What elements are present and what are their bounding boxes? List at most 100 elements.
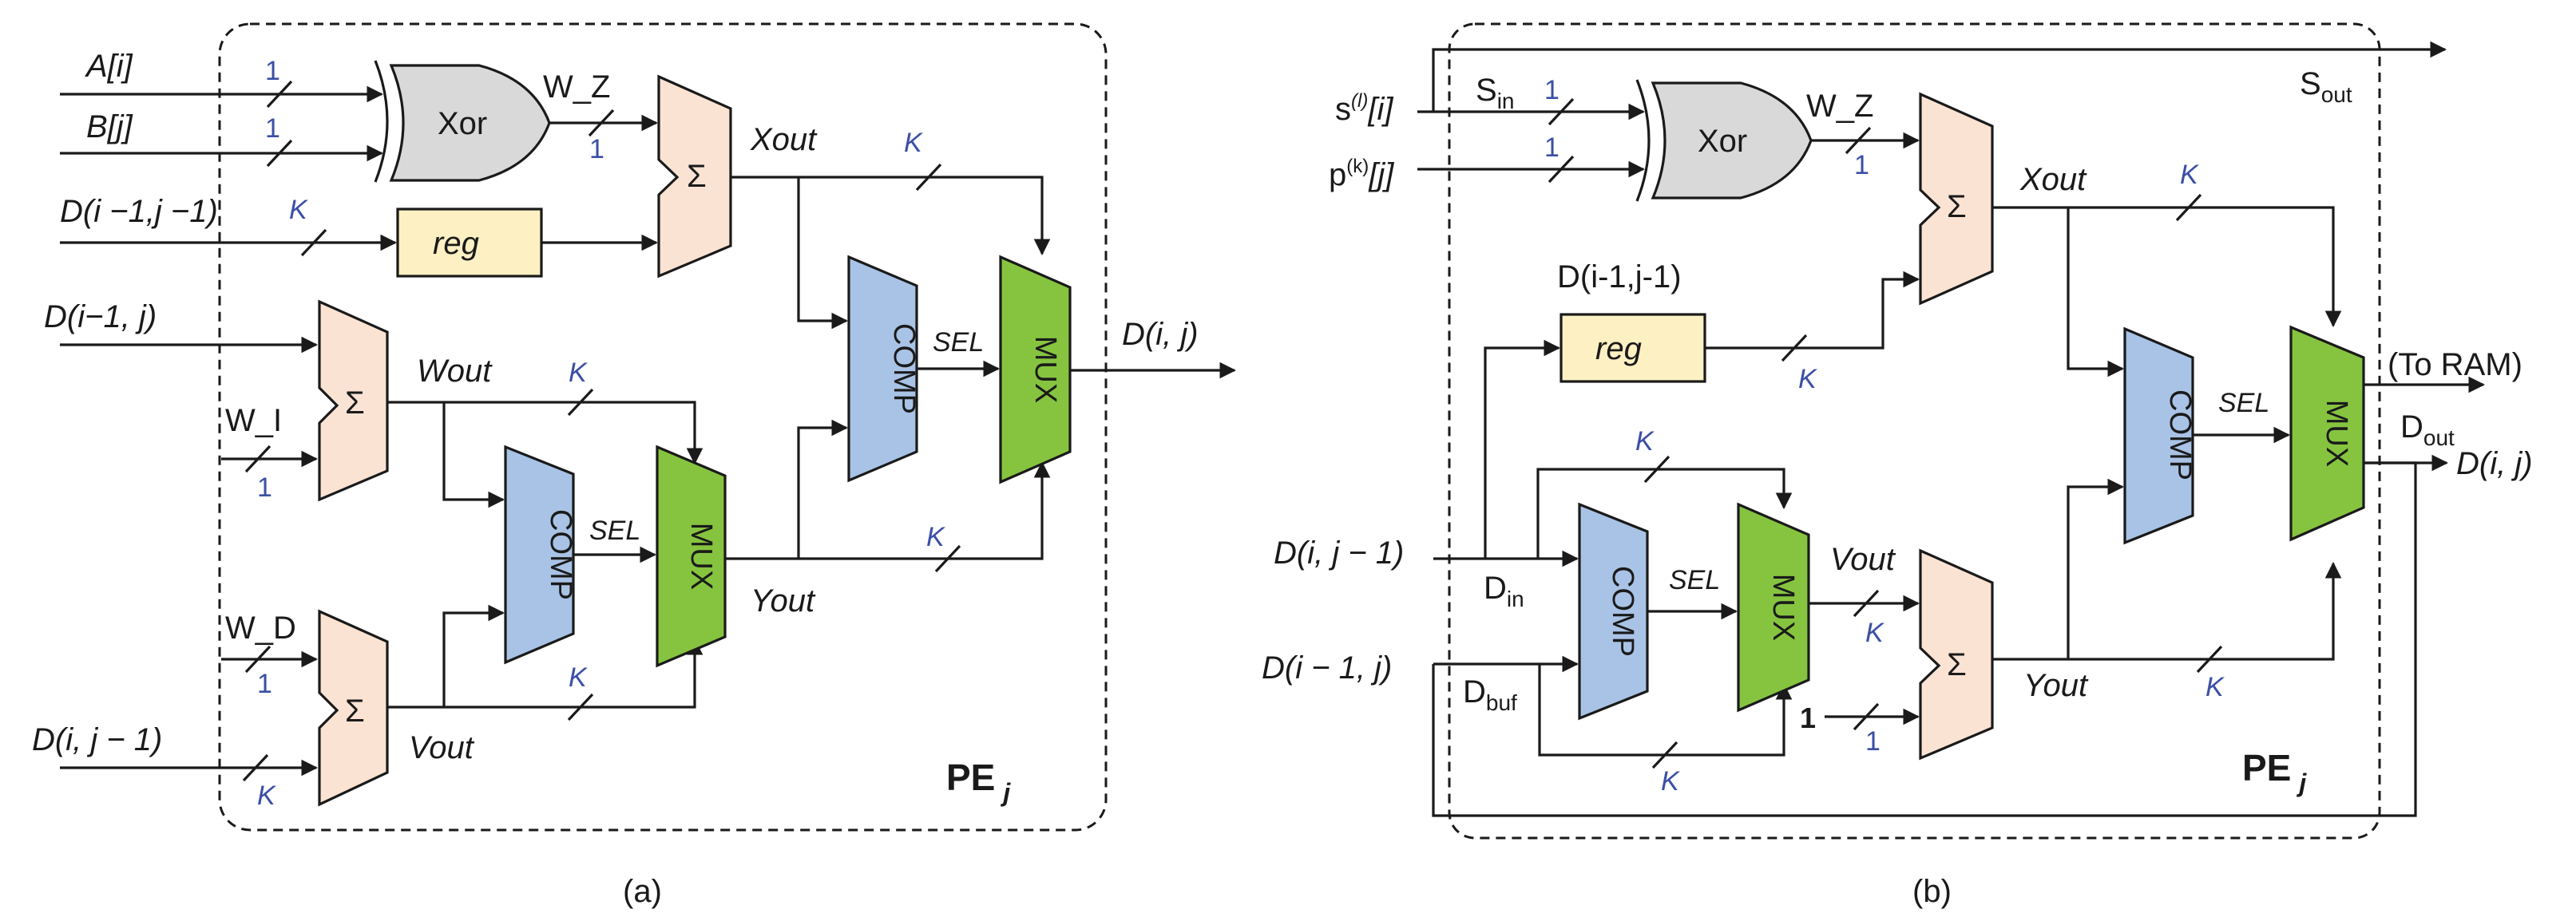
pe-text: PE bbox=[2242, 747, 2291, 789]
s-out-label: Sout bbox=[2300, 66, 2352, 107]
xor-label-a: Xor bbox=[438, 106, 487, 141]
comp-label: COMP bbox=[544, 509, 577, 600]
yout-label-a: Yout bbox=[751, 583, 816, 619]
wire-xout-mux-a bbox=[731, 176, 1051, 256]
tick bbox=[2196, 645, 2223, 674]
input-dij1-label-a: D(i, j − 1) bbox=[32, 722, 162, 757]
tick bbox=[266, 80, 293, 109]
d-in-label: Din bbox=[1484, 571, 1524, 611]
sum-symbol: Σ bbox=[1947, 647, 1967, 682]
tick bbox=[567, 388, 594, 417]
wire-xout-comp-a bbox=[797, 177, 849, 330]
tick bbox=[1548, 155, 1575, 184]
to-ram-label: (To RAM) bbox=[2388, 347, 2522, 382]
bitwidth-label: 1 bbox=[265, 56, 280, 86]
tick bbox=[244, 445, 271, 473]
sel-label: SEL bbox=[2218, 388, 2269, 418]
tick bbox=[934, 544, 961, 573]
bitwidth-label: 1 bbox=[589, 134, 604, 164]
wire-vout-comp-a bbox=[442, 604, 505, 707]
input-s-label: s(l)[i] bbox=[1335, 90, 1393, 127]
wire-yout-comp-a bbox=[797, 419, 849, 559]
bitwidth-label: K bbox=[289, 195, 308, 225]
tick bbox=[588, 109, 615, 137]
adder-w-a bbox=[318, 299, 389, 502]
wire-reg-sum-b bbox=[1705, 271, 1920, 350]
mux-label: MUX bbox=[1766, 574, 1800, 641]
adder-v-a bbox=[318, 609, 389, 807]
mux-label: MUX bbox=[2320, 400, 2353, 467]
w-z-label-b: W_Z bbox=[1806, 89, 1873, 124]
s-out-text: S bbox=[2300, 66, 2321, 101]
w-d-label: W_D bbox=[225, 611, 296, 646]
tick bbox=[1643, 455, 1670, 484]
xor-gate-body-a bbox=[389, 64, 551, 182]
sel-label: SEL bbox=[1669, 565, 1720, 595]
tick bbox=[1853, 589, 1880, 618]
d11-text: D(i-1,j-1) bbox=[1557, 259, 1682, 294]
caption-a: (a) bbox=[623, 874, 662, 909]
d-out-sub: out bbox=[2423, 425, 2455, 450]
mux-lower-b bbox=[1737, 502, 1810, 713]
tick bbox=[300, 228, 327, 257]
reg-label-a: reg bbox=[433, 226, 479, 261]
tick bbox=[1845, 126, 1872, 155]
output-label-b: D(i, j) bbox=[2456, 446, 2533, 481]
bitwidth-label: 1 bbox=[1544, 75, 1559, 105]
bitwidth-label: K bbox=[1635, 426, 1655, 457]
wire-dbuf-mux-b bbox=[1538, 664, 1793, 757]
sel-label: SEL bbox=[589, 516, 640, 546]
bitwidth-label: 1 bbox=[1544, 132, 1559, 163]
input-s-text: s bbox=[1335, 92, 1351, 127]
pe-text: PE bbox=[946, 757, 995, 798]
wout-label: Wout bbox=[417, 354, 493, 389]
bitwidth-label: 1 bbox=[257, 472, 272, 503]
wire-din-reg-b bbox=[1484, 339, 1561, 559]
tick bbox=[242, 753, 269, 782]
panel-a: A[i] 1 B[j] 1 Xor W_Z 1 D(i −1,j −1) K r… bbox=[32, 22, 1237, 909]
tick bbox=[244, 645, 271, 674]
sel-label: SEL bbox=[933, 327, 984, 358]
mux-label: MUX bbox=[684, 523, 718, 590]
adder-y-b bbox=[1919, 548, 1994, 761]
vout-label: Vout bbox=[409, 730, 475, 765]
sum-symbol: Σ bbox=[345, 385, 365, 421]
wire-din-mux-b bbox=[1536, 468, 1793, 559]
input-a-label: A[i] bbox=[85, 49, 133, 84]
bitwidth-label: K bbox=[569, 662, 588, 693]
s-out-sub: out bbox=[2321, 82, 2352, 107]
tick bbox=[1853, 702, 1880, 731]
panel-b: Sout s(l)[i] Sin 1 p(k)[j] 1 Xor W_Z 1 Σ… bbox=[1262, 22, 2533, 909]
s-in-sub: in bbox=[1497, 89, 1515, 113]
mux-label: MUX bbox=[1028, 336, 1062, 403]
output-label-a: D(i, j) bbox=[1122, 317, 1199, 352]
d11-label-b: D(i-1,j-1) bbox=[1557, 259, 1682, 294]
vout-label-b: Vout bbox=[1830, 542, 1896, 577]
comp-upper-a bbox=[847, 255, 918, 483]
wire-xout-mux-b bbox=[1992, 206, 2342, 328]
caption-b: (b) bbox=[1912, 874, 1952, 909]
tick bbox=[1651, 741, 1678, 769]
wire-yout-mux-b bbox=[1992, 561, 2342, 661]
input-p-label: p(k)[j] bbox=[1329, 156, 1394, 192]
input-dij1-label-b: D(i, j − 1) bbox=[1274, 536, 1404, 571]
s-in-label: Sin bbox=[1476, 73, 1514, 113]
xor-gate-body-b bbox=[1651, 81, 1813, 200]
bitwidth-label: K bbox=[1661, 766, 1680, 796]
yout-label-b: Yout bbox=[2023, 668, 2089, 703]
tick bbox=[915, 163, 942, 192]
sum-symbol: Σ bbox=[1947, 189, 1967, 224]
mux-lower-a bbox=[656, 445, 727, 668]
d-out-text: D bbox=[2400, 409, 2423, 445]
input-b-label: B[j] bbox=[86, 109, 133, 144]
bitwidth-label: K bbox=[569, 358, 588, 388]
sum-symbol: Σ bbox=[687, 159, 707, 194]
pe-boundary-b bbox=[1448, 22, 2381, 840]
wire-vout-mux-a bbox=[387, 638, 703, 709]
wire-yout-mux-a bbox=[725, 460, 1051, 560]
tick bbox=[567, 693, 594, 721]
one-input-label: 1 bbox=[1800, 702, 1816, 734]
wire-s-out-b bbox=[1432, 41, 2447, 112]
